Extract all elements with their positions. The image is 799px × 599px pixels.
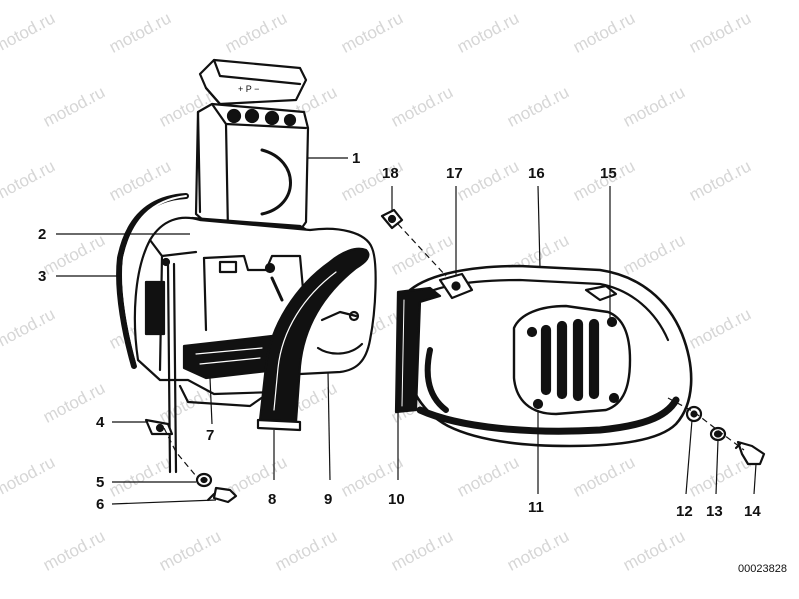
callout-8: 8 <box>268 491 277 508</box>
leader-12 <box>685 419 693 495</box>
callout-10: 10 <box>388 491 405 508</box>
callout-11: 11 <box>528 499 544 516</box>
callout-17: 17 <box>446 165 463 182</box>
battery <box>194 102 310 240</box>
leader-6 <box>111 499 217 505</box>
bolt-6 <box>206 486 238 504</box>
assembly-line-12-14 <box>667 397 745 451</box>
callout-12: 12 <box>676 503 693 520</box>
grille-plate <box>512 304 632 416</box>
leader-9 <box>327 371 331 481</box>
battery-lid: + P − <box>198 58 308 106</box>
reference-number: 00023828 <box>738 563 787 575</box>
callout-16: 16 <box>528 165 545 182</box>
callout-7: 7 <box>206 427 215 444</box>
leader-13 <box>715 439 719 495</box>
leader-14 <box>753 463 757 495</box>
callout-9: 9 <box>324 491 333 508</box>
callout-18: 18 <box>382 165 399 182</box>
leader-16 <box>537 185 541 269</box>
rubber-pad <box>394 286 442 414</box>
callout-4: 4 <box>96 414 105 431</box>
screw-14 <box>734 440 766 466</box>
callout-6: 6 <box>96 496 105 513</box>
callout-3: 3 <box>38 268 47 285</box>
nut-18 <box>380 208 404 230</box>
callout-2: 2 <box>38 226 47 243</box>
callout-15: 15 <box>600 165 617 182</box>
leader-7 <box>209 377 213 425</box>
grommet-4 <box>144 418 174 436</box>
callout-1: 1 <box>352 150 361 167</box>
clip <box>438 272 474 300</box>
rubber-strip <box>116 193 189 369</box>
mounting-rod <box>166 262 178 474</box>
callout-5: 5 <box>96 474 105 491</box>
strap <box>256 247 370 432</box>
battery-lid-marking: + P − <box>238 84 259 94</box>
battery-housing <box>133 216 377 408</box>
washer-5 <box>195 472 213 488</box>
callout-14: 14 <box>744 503 761 520</box>
callout-13: 13 <box>706 503 723 520</box>
assembly-line-18 <box>397 223 447 277</box>
